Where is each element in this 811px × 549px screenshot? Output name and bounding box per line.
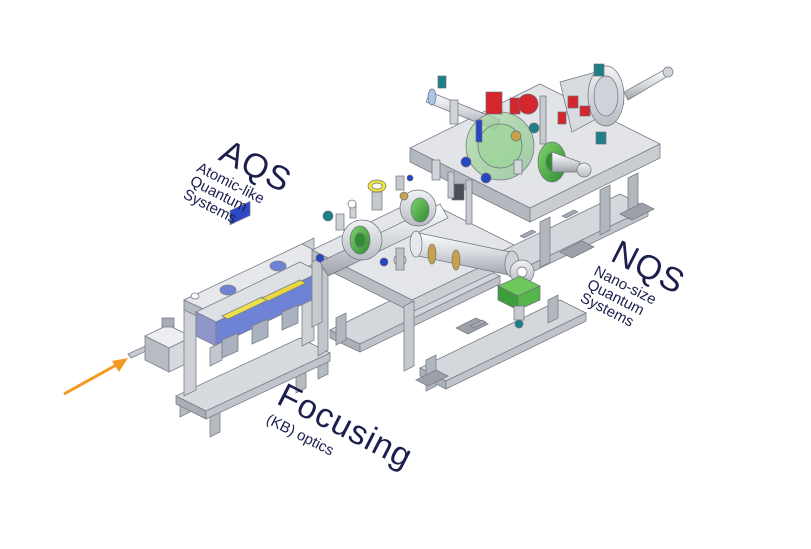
beamline-diagram: AQS Atomic-like Quantum Systems NQS Nano…	[63, 63, 691, 476]
entrance-flange	[127, 317, 193, 373]
beam-arrow	[63, 358, 128, 396]
aqs-chamber-assembly	[315, 159, 541, 329]
beamline-illustration	[63, 63, 674, 438]
base-clamps	[469, 209, 579, 329]
kb-optics-module	[175, 200, 331, 438]
nqs-chamber-assembly	[425, 63, 674, 184]
